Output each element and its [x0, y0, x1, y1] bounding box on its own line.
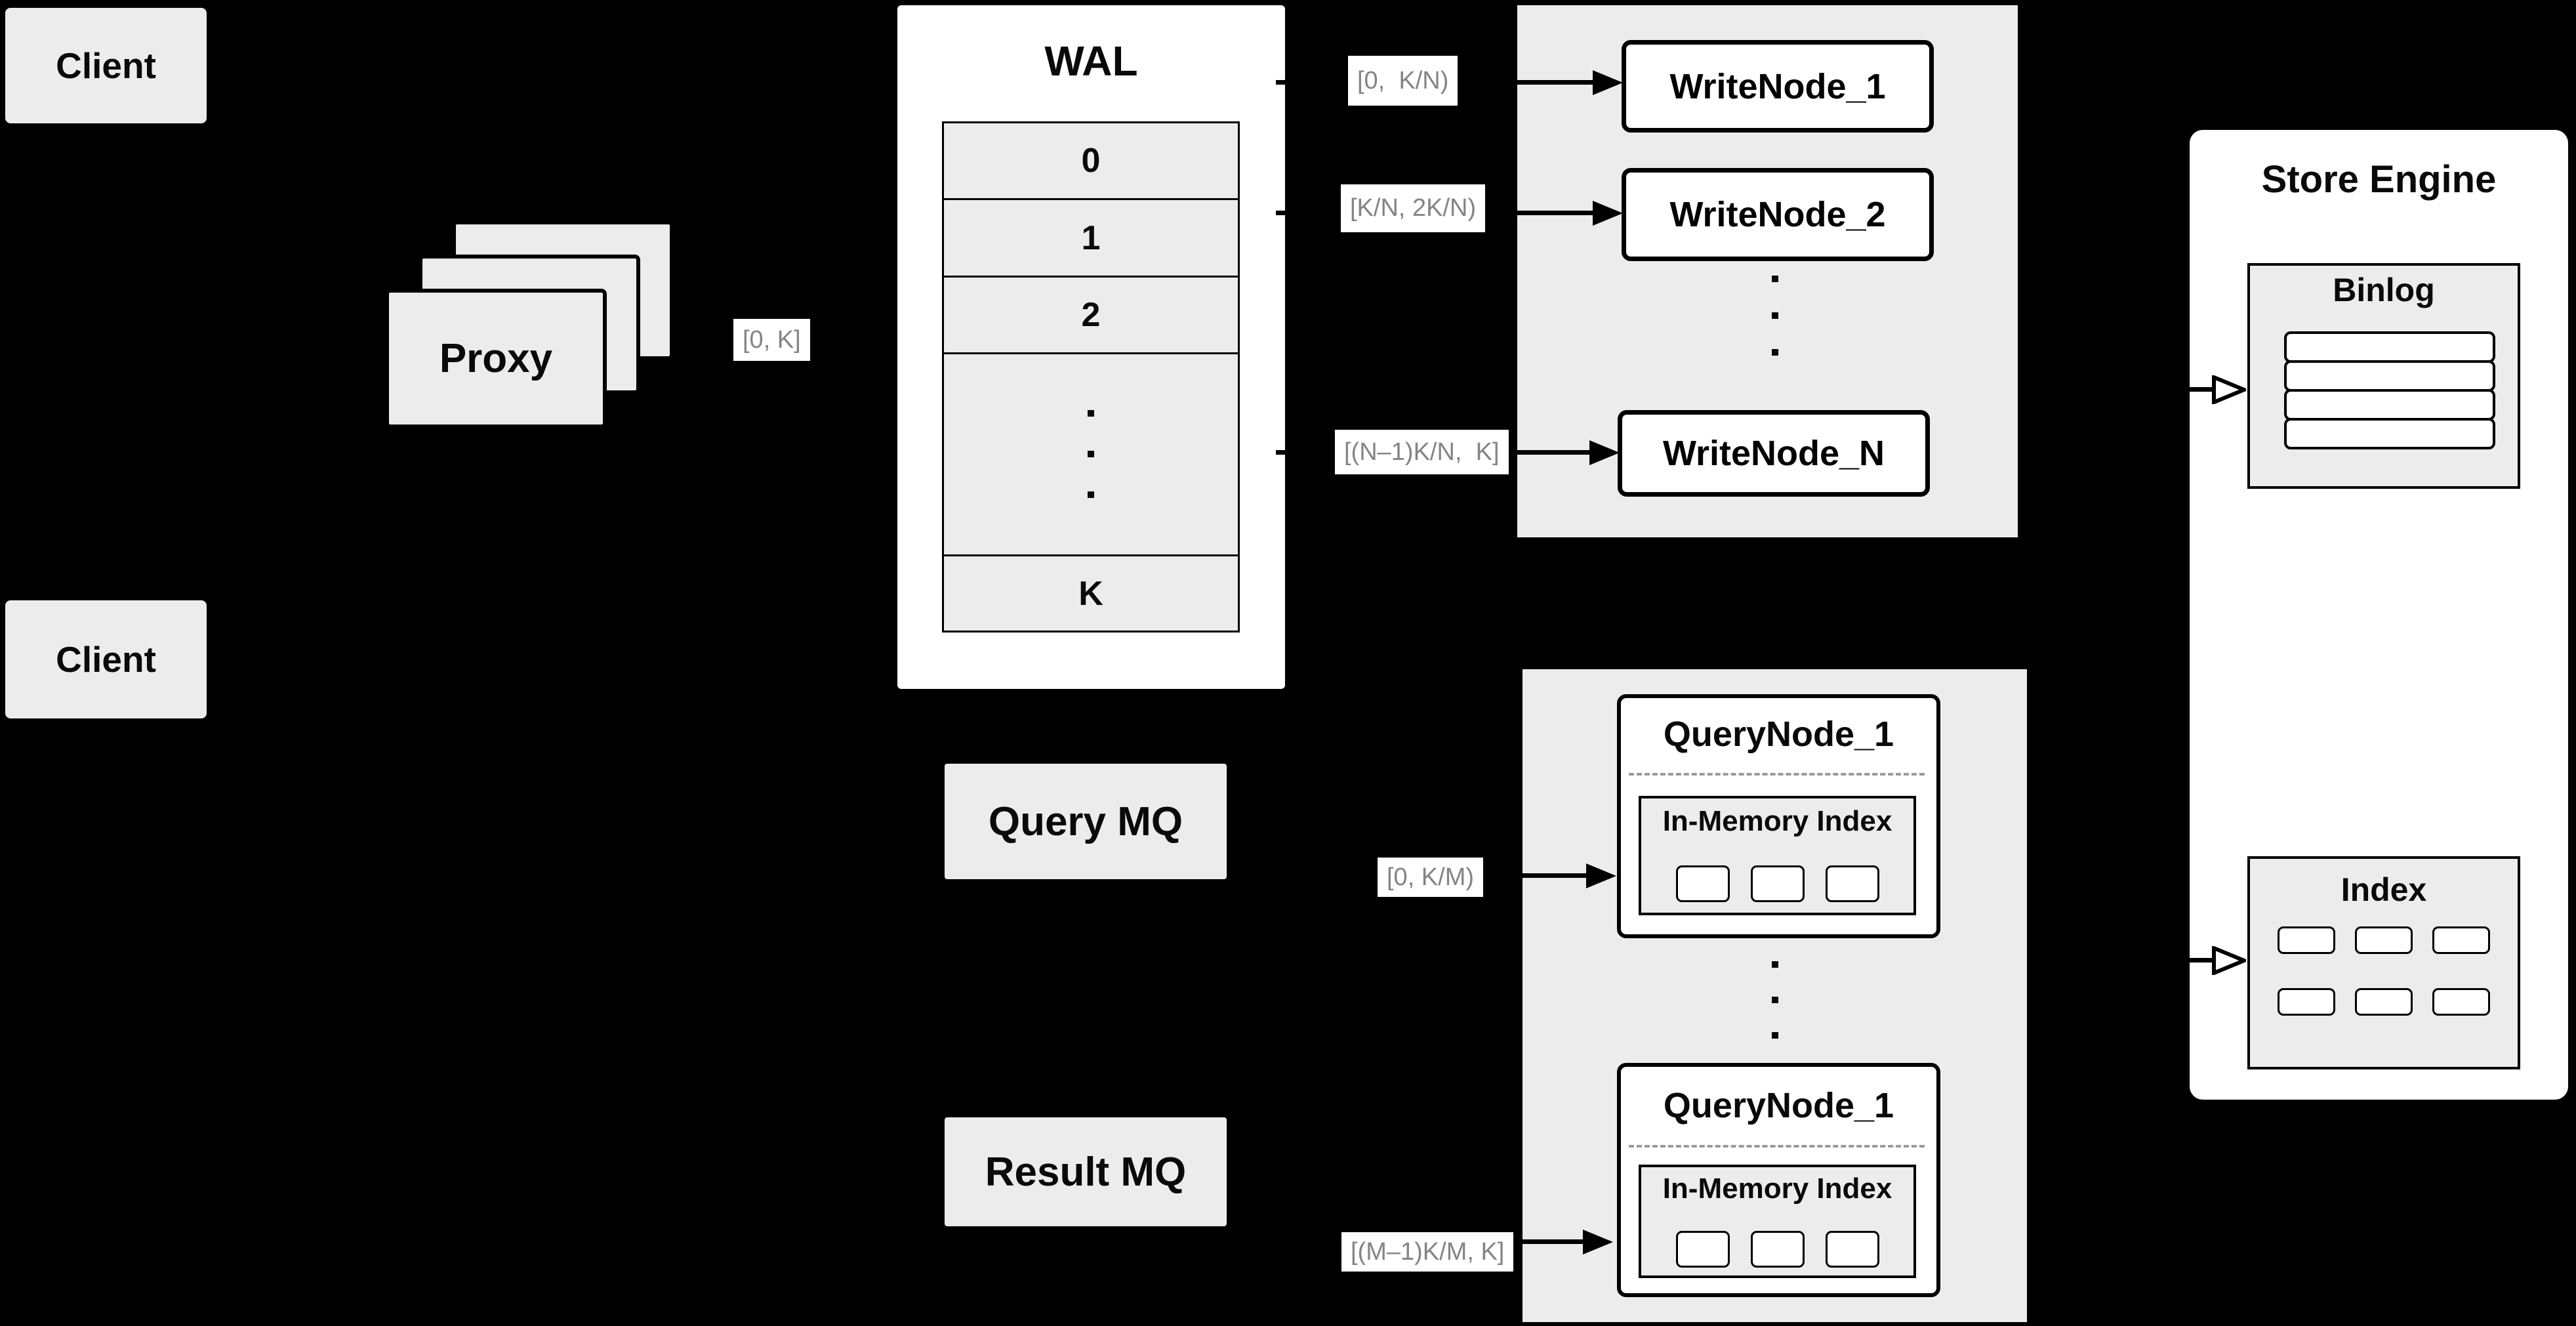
write-node-2-label: WriteNode_2: [1669, 195, 1886, 234]
write-node-n-label: WriteNode_N: [1662, 434, 1885, 473]
arrow-line-querynode-1: [1479, 873, 1587, 878]
result-mq-label: Result MQ: [985, 1149, 1187, 1195]
arrow-line-querynode-2: [1502, 1239, 1584, 1244]
index-cell-row-2: [2250, 988, 2518, 1016]
memory-cell: [1675, 1231, 1730, 1268]
query-node-1-divider: [1629, 773, 1925, 776]
wal-box: WAL 0 1 2 K: [897, 5, 1285, 689]
index-title: Index: [2341, 871, 2427, 908]
memory-cell: [1750, 1231, 1805, 1268]
query-node-2: QueryNode_1 In-Memory Index: [1617, 1063, 1940, 1297]
range-label-writenode-2: [K/N, 2K/N): [1341, 184, 1486, 232]
range-label-writenode-n: [(N–1)K/N, K]: [1335, 430, 1509, 474]
store-engine-box: Store Engine Binlog Index: [2190, 130, 2568, 1100]
binlog-row: [2284, 331, 2495, 363]
range-label-querynode-2: [(M–1)K/M, K]: [1341, 1232, 1514, 1272]
arrow-head-writenode-1: [1593, 70, 1623, 95]
client-box-bottom: Client: [5, 600, 207, 718]
query-mq-box: Query MQ: [945, 764, 1227, 879]
arrow-head-writenode-2: [1593, 201, 1623, 226]
proxy-label: Proxy: [439, 336, 553, 381]
index-cell: [2278, 926, 2335, 954]
in-memory-cells-1: [1641, 865, 1913, 902]
in-memory-index-box-2: In-Memory Index: [1639, 1165, 1916, 1278]
index-cell: [2432, 926, 2490, 954]
in-memory-index-box-1: In-Memory Index: [1639, 796, 1916, 915]
index-box: Index: [2247, 856, 2520, 1069]
query-node-1: QueryNode_1 In-Memory Index: [1617, 694, 1940, 938]
ellipsis-dots-write-nodes: [1772, 276, 1778, 356]
range-label-querynode-1: [0, K/M): [1378, 858, 1484, 897]
wal-row-k: K: [944, 556, 1238, 631]
proxy-box: Proxy: [385, 289, 607, 428]
proxy-range-label: [0, K]: [733, 319, 810, 361]
in-memory-index-title-1: In-Memory Index: [1662, 805, 1892, 837]
index-cell: [2355, 926, 2413, 954]
line-wal-to-label-2: [1276, 211, 1342, 215]
line-wal-to-label-n: [1276, 450, 1336, 455]
client-box-top: Client: [5, 8, 207, 123]
write-node-1-label: WriteNode_1: [1669, 66, 1886, 106]
index-cell: [2432, 988, 2490, 1016]
arrow-line-binlog: [2152, 387, 2215, 392]
in-memory-index-title-2: In-Memory Index: [1662, 1172, 1892, 1205]
client-top-label: Client: [56, 45, 156, 86]
binlog-row: [2284, 360, 2495, 392]
binlog-row: [2284, 418, 2495, 449]
binlog-row: [2284, 389, 2495, 421]
binlog-rows: [2284, 331, 2495, 449]
hollow-arrow-head-binlog: [2212, 375, 2246, 404]
store-engine-title: Store Engine: [2261, 158, 2497, 201]
write-node-1: WriteNode_1: [1622, 40, 1934, 133]
wal-row-1: 1: [944, 200, 1238, 278]
arrow-line-writenode-n: [1509, 450, 1591, 455]
hollow-arrow-head-index: [2212, 946, 2246, 975]
memory-cell: [1750, 865, 1805, 902]
index-cell: [2355, 988, 2413, 1016]
memory-cell: [1825, 865, 1879, 902]
arrow-head-querynode-1: [1586, 863, 1616, 888]
index-cell: [2278, 988, 2335, 1016]
write-node-n: WriteNode_N: [1618, 410, 1930, 497]
range-label-writenode-1: [0, K/N): [1348, 56, 1458, 106]
arrow-head-querynode-2: [1583, 1230, 1613, 1254]
memory-cell: [1825, 1231, 1879, 1268]
in-memory-cells-2: [1641, 1231, 1913, 1268]
query-node-2-divider: [1629, 1145, 1925, 1148]
wal-row-2: 2: [944, 278, 1238, 354]
ellipsis-dots-query-nodes: [1772, 961, 1778, 1039]
client-bottom-label: Client: [56, 639, 156, 680]
query-mq-label: Query MQ: [988, 798, 1183, 844]
wal-row-ellipsis: [944, 354, 1238, 556]
query-node-1-title: QueryNode_1: [1663, 715, 1894, 754]
result-mq-box: Result MQ: [945, 1117, 1227, 1226]
wal-table: 0 1 2 K: [942, 121, 1240, 632]
ellipsis-dots-wal: [1088, 410, 1094, 498]
arrow-line-writenode-2: [1505, 211, 1594, 215]
binlog-box: Binlog: [2247, 263, 2520, 489]
memory-cell: [1675, 865, 1730, 902]
index-cell-row-1: [2250, 926, 2518, 954]
arrow-head-writenode-n: [1589, 440, 1620, 465]
query-node-2-title: QueryNode_1: [1663, 1086, 1894, 1125]
wal-row-0: 0: [944, 123, 1238, 200]
arrow-line-writenode-1: [1476, 80, 1594, 85]
wal-title: WAL: [1044, 37, 1138, 85]
binlog-title: Binlog: [2333, 272, 2435, 308]
write-node-2: WriteNode_2: [1622, 168, 1934, 261]
arrow-line-index: [2152, 958, 2215, 963]
line-wal-to-label-1: [1276, 80, 1349, 85]
